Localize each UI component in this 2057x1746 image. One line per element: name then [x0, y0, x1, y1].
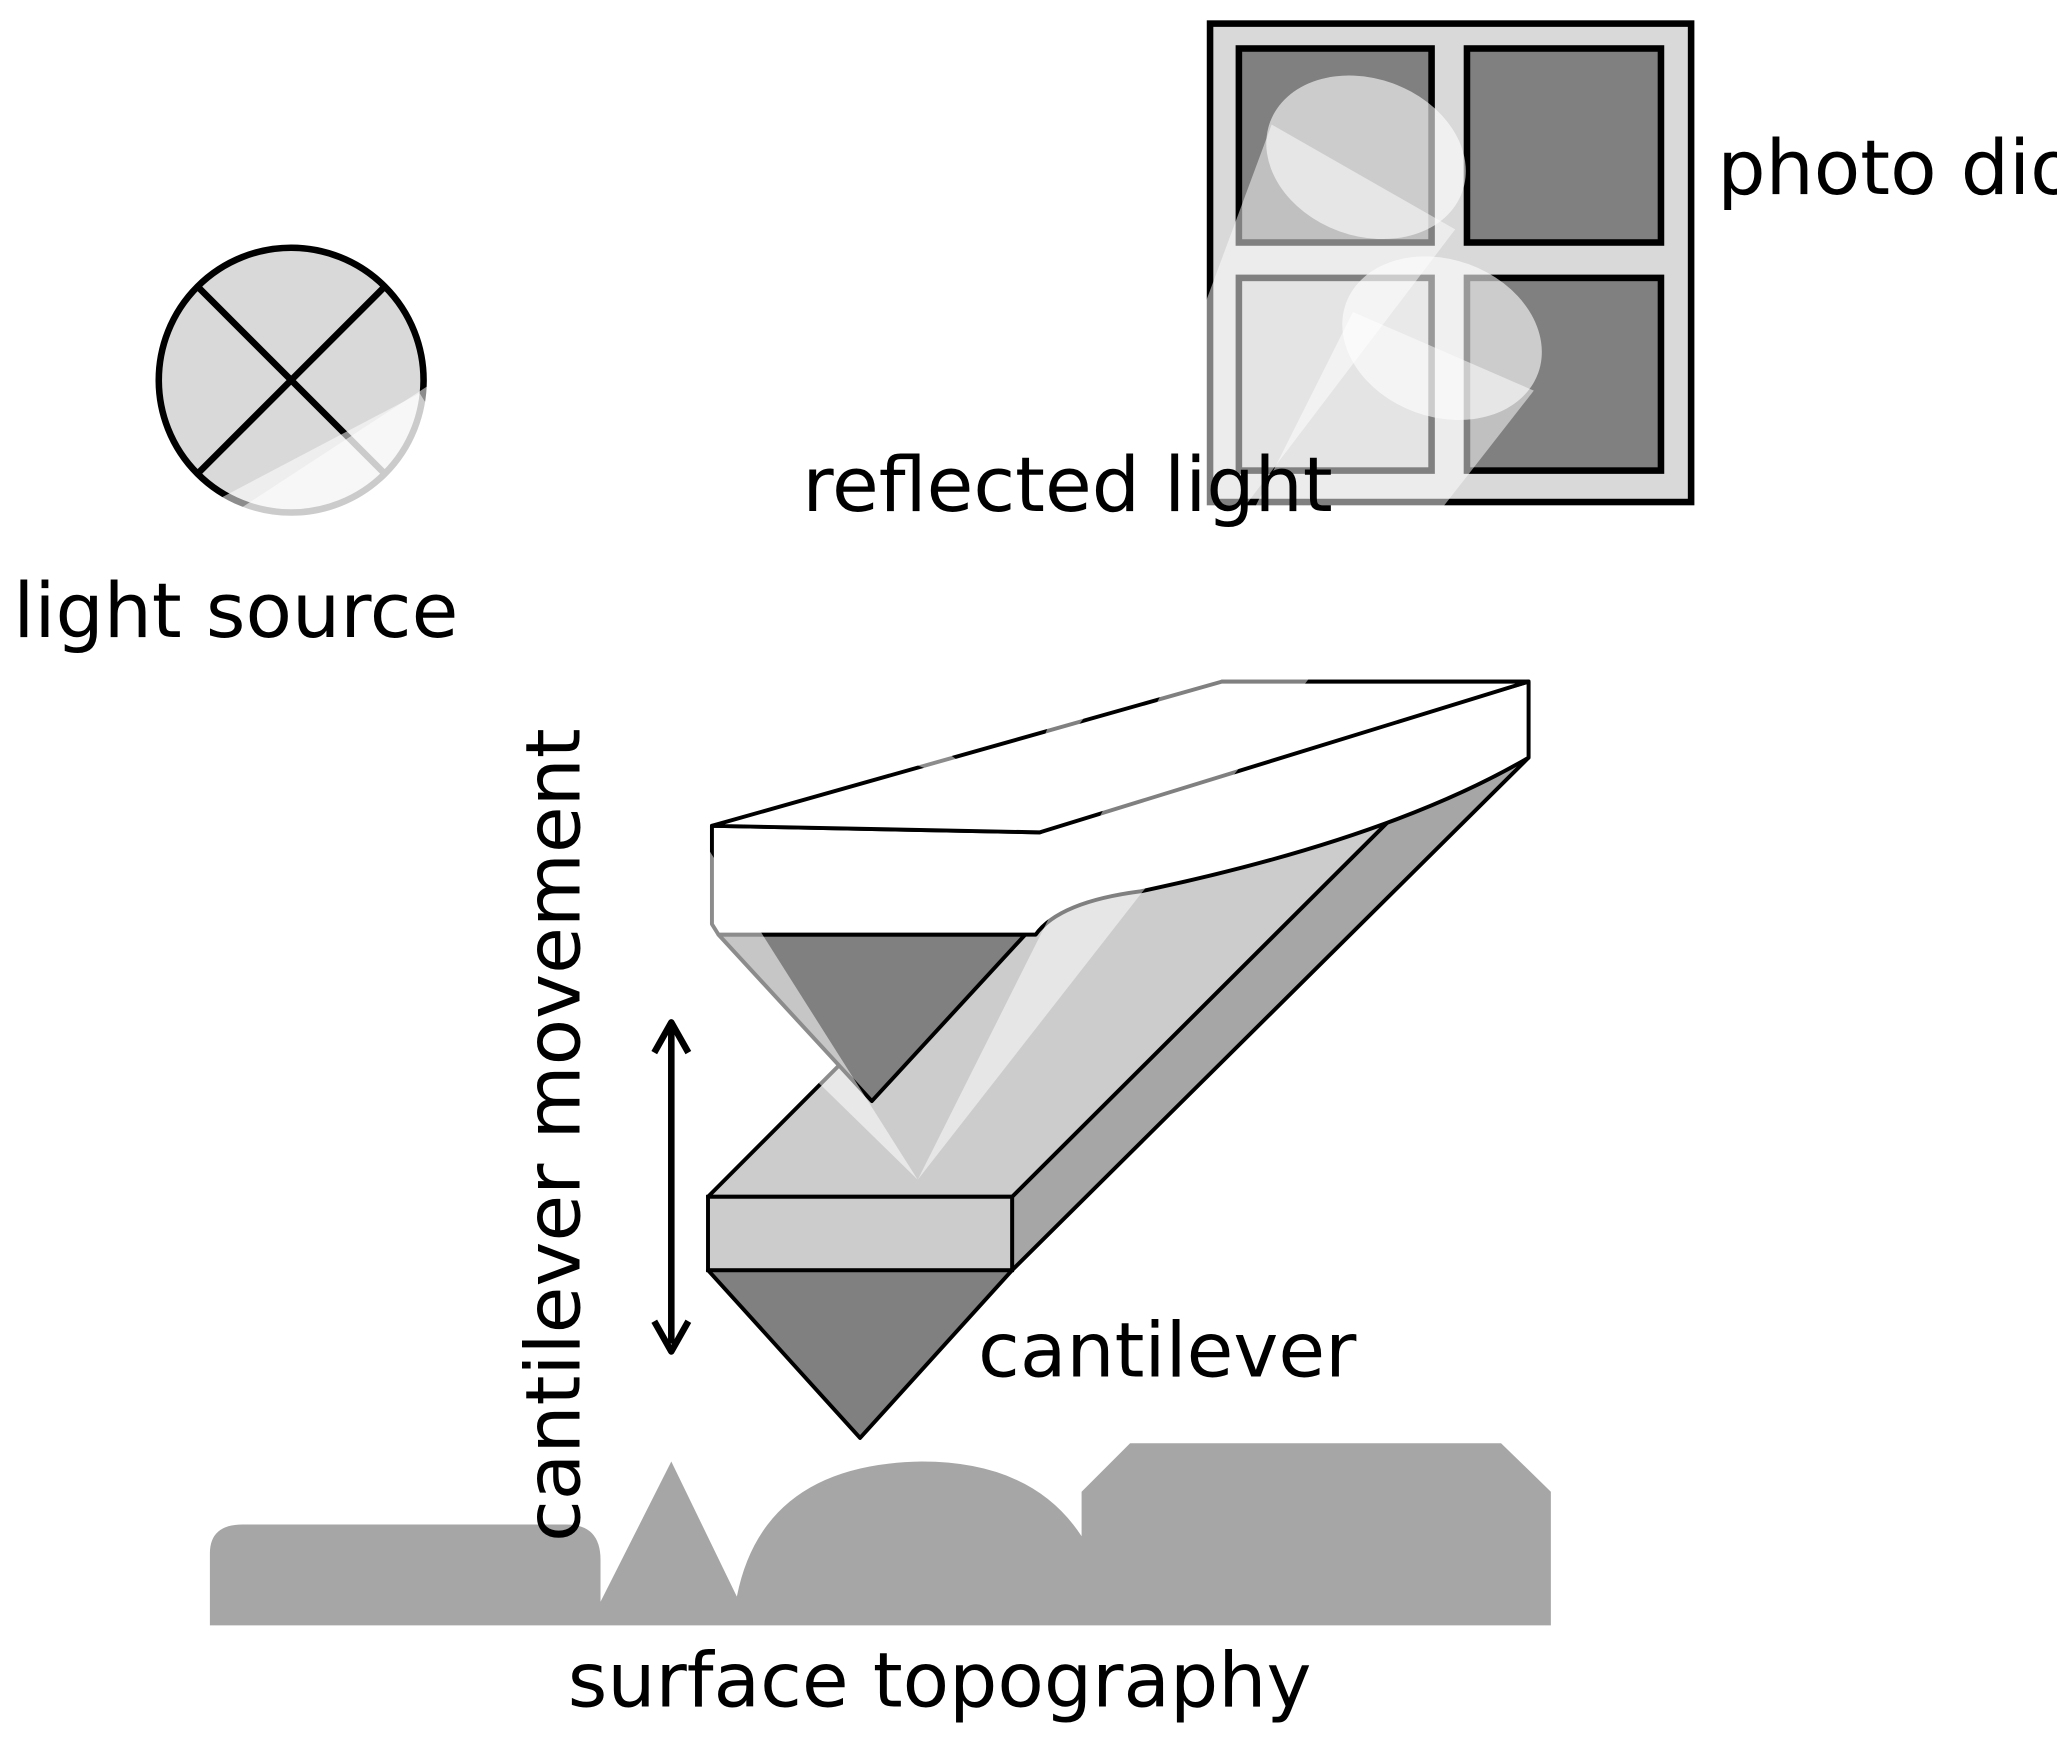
cantilever-movement-label: cantilever movement [509, 728, 598, 1542]
photo-diode-label: photo diode [1717, 123, 2057, 212]
cantilever-front-face [706, 1194, 1015, 1273]
reflected-beam-from-deflected [1019, 124, 1456, 803]
light-source-label: light source [13, 566, 458, 655]
cantilever-label: cantilever [978, 1305, 1357, 1394]
light-beams [220, 75, 1542, 1180]
surface-topography-shape [209, 1443, 1551, 1626]
photo-diode-cell-top-right [1463, 45, 1665, 246]
cantilever-tip [706, 1268, 1015, 1440]
incident-beam-to-lower [220, 393, 918, 1180]
light-spot-upper [1266, 75, 1466, 240]
double-headed-vertical-arrow-icon [651, 1019, 692, 1355]
light-spot-lower [1342, 256, 1542, 420]
reflected-beam-from-lower [917, 311, 1534, 1180]
reflected-light-label: reflected light [802, 440, 1332, 529]
surface-topography-label: surface topography [568, 1636, 1312, 1725]
cantilever-lower [706, 679, 1531, 1440]
